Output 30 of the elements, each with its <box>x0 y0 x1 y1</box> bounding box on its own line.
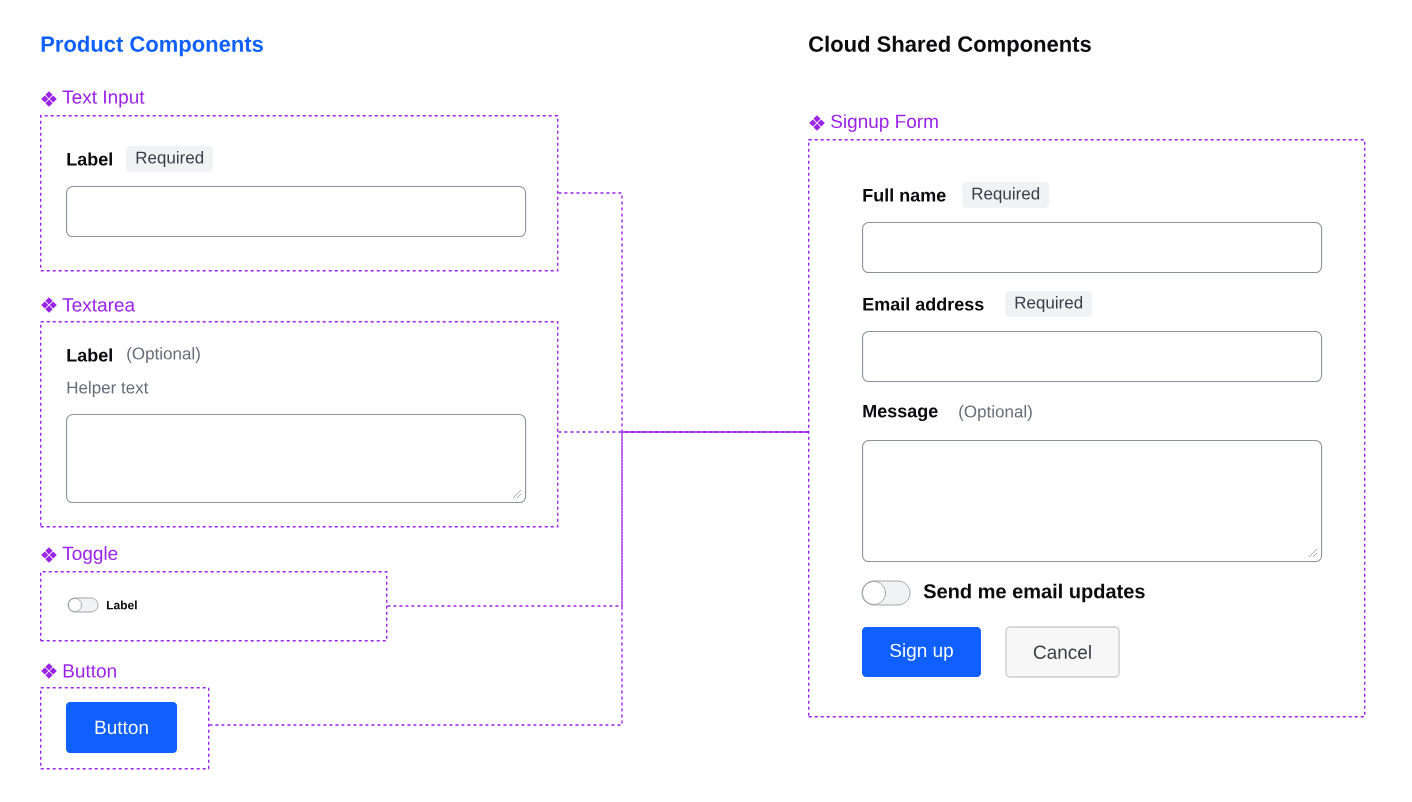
toggle-label: Label <box>107 600 137 610</box>
component-title: Toggle <box>62 546 118 564</box>
input-field <box>66 414 527 504</box>
helper-text: Helper text <box>67 381 149 397</box>
component-title: Signup Form <box>831 114 938 132</box>
section-heading: Product Components <box>41 35 263 57</box>
tag-badge: Required <box>126 146 214 172</box>
component-title: Textarea <box>62 298 136 312</box>
field-label: Email address <box>863 297 984 311</box>
field-label: Message <box>863 404 938 422</box>
toggle-label: Send me email updates <box>923 583 1145 603</box>
connector-line <box>208 431 809 726</box>
field-label: Label <box>67 152 112 166</box>
tag-badge: Required <box>962 182 1050 208</box>
button: Sign up <box>862 627 981 677</box>
input-field <box>862 331 1323 383</box>
field-label: Full name <box>863 188 946 202</box>
optional-hint: (Optional) <box>127 347 200 363</box>
field-label: Label <box>67 348 112 362</box>
connector-line <box>386 431 809 607</box>
button: Button <box>66 702 177 753</box>
input-field <box>862 440 1323 563</box>
input-field <box>66 186 527 238</box>
input-field <box>862 222 1323 274</box>
optional-hint: (Optional) <box>959 405 1032 421</box>
button: Cancel <box>1005 626 1120 678</box>
component-title: Button <box>63 664 116 678</box>
component-title: Text Input <box>62 90 145 108</box>
tag-badge: Required <box>1005 291 1093 317</box>
section-heading: Cloud Shared Components <box>809 35 1091 57</box>
